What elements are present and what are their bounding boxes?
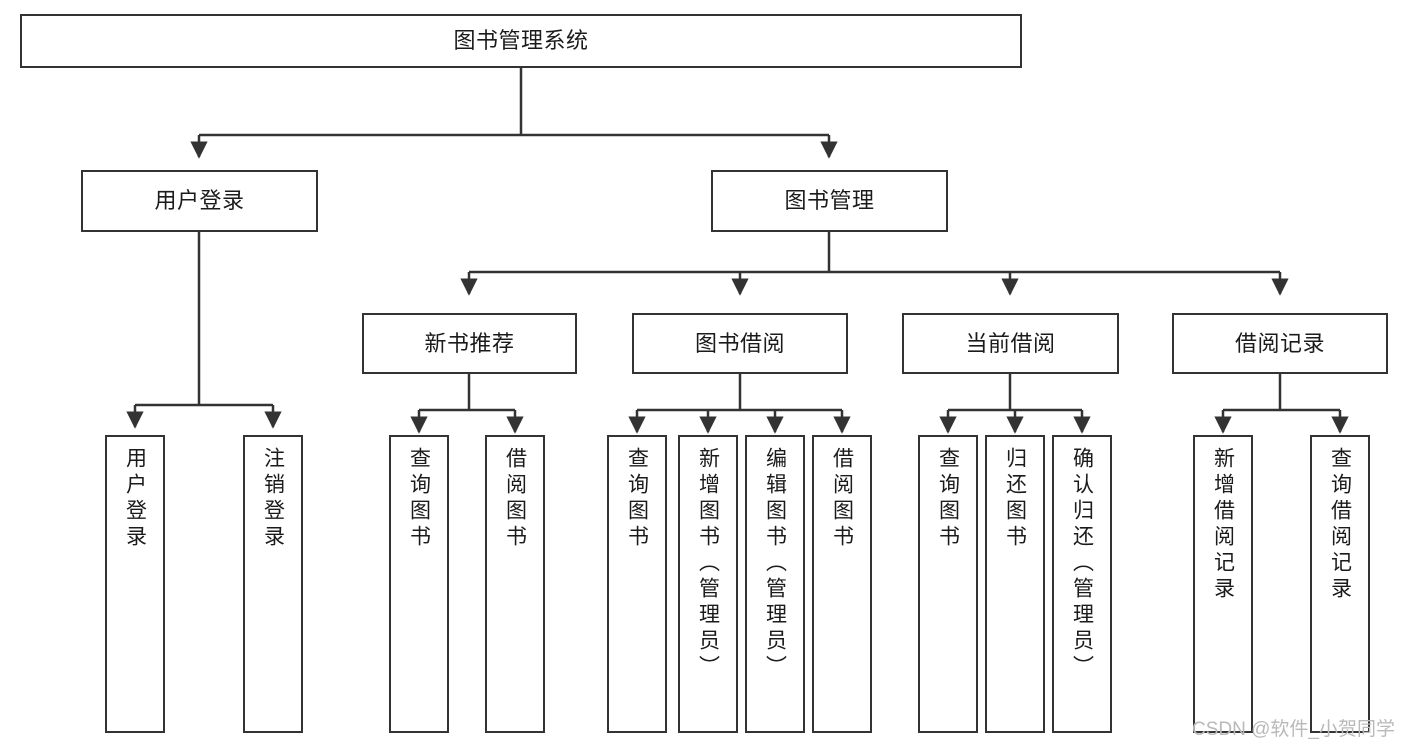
node-leaf-query-book-2[interactable]: 查询图书 [607, 435, 667, 733]
node-current-borrow-label: 当前借阅 [965, 330, 1056, 356]
node-new-book-recommend-label: 新书推荐 [424, 330, 515, 356]
node-leaf-user-logout-label: 注销登录 [261, 447, 285, 551]
csdn-watermark: CSDN @软件_小贺同学 [1192, 719, 1395, 740]
node-leaf-add-borrow-record-label: 新增借阅记录 [1211, 447, 1235, 603]
node-borrow-record[interactable]: 借阅记录 [1172, 313, 1388, 374]
node-borrow-record-label: 借阅记录 [1234, 330, 1325, 356]
node-leaf-query-borrow-record[interactable]: 查询借阅记录 [1310, 435, 1370, 733]
node-book-borrow-label: 图书借阅 [694, 330, 785, 356]
node-leaf-query-book-1[interactable]: 查询图书 [389, 435, 449, 733]
node-user-login[interactable]: 用户登录 [81, 170, 318, 232]
node-user-login-label: 用户登录 [154, 188, 245, 214]
node-book-manage-label: 图书管理 [784, 188, 875, 214]
node-leaf-query-book-3[interactable]: 查询图书 [918, 435, 978, 733]
node-leaf-return-book-label: 归还图书 [1003, 447, 1027, 551]
node-leaf-user-logout[interactable]: 注销登录 [243, 435, 303, 733]
node-leaf-user-login-label: 用户登录 [123, 447, 147, 551]
node-leaf-add-book-admin-label: 新增图书（管理员） [696, 447, 720, 681]
node-leaf-query-book-3-label: 查询图书 [936, 447, 960, 551]
node-leaf-confirm-return-admin-label: 确认归还（管理员） [1070, 447, 1094, 681]
node-new-book-recommend[interactable]: 新书推荐 [362, 313, 577, 374]
node-leaf-query-borrow-record-label: 查询借阅记录 [1328, 447, 1352, 603]
node-book-borrow[interactable]: 图书借阅 [632, 313, 848, 374]
node-root[interactable]: 图书管理系统 [20, 14, 1022, 68]
node-book-manage[interactable]: 图书管理 [711, 170, 948, 232]
node-leaf-return-book[interactable]: 归还图书 [985, 435, 1045, 733]
node-leaf-edit-book-admin[interactable]: 编辑图书（管理员） [745, 435, 805, 733]
node-root-label: 图书管理系统 [453, 28, 589, 54]
node-leaf-edit-book-admin-label: 编辑图书（管理员） [763, 447, 787, 681]
node-leaf-query-book-2-label: 查询图书 [625, 447, 649, 551]
node-leaf-borrow-book-1-label: 借阅图书 [503, 447, 527, 551]
node-current-borrow[interactable]: 当前借阅 [902, 313, 1119, 374]
node-leaf-add-borrow-record[interactable]: 新增借阅记录 [1193, 435, 1253, 733]
node-leaf-borrow-book-1[interactable]: 借阅图书 [485, 435, 545, 733]
node-leaf-confirm-return-admin[interactable]: 确认归还（管理员） [1052, 435, 1112, 733]
node-leaf-borrow-book-2[interactable]: 借阅图书 [812, 435, 872, 733]
node-leaf-query-book-1-label: 查询图书 [407, 447, 431, 551]
node-leaf-borrow-book-2-label: 借阅图书 [830, 447, 854, 551]
node-leaf-add-book-admin[interactable]: 新增图书（管理员） [678, 435, 738, 733]
node-leaf-user-login[interactable]: 用户登录 [105, 435, 165, 733]
